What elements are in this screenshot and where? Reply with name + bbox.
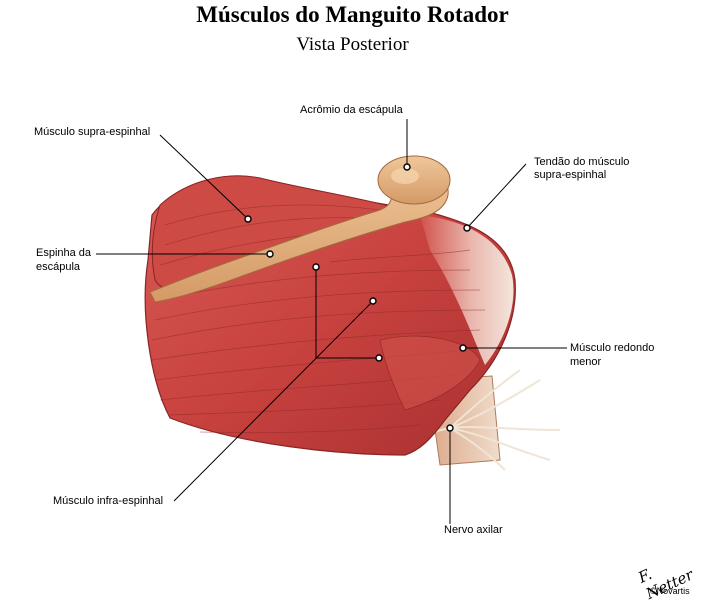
marker-dots bbox=[244, 163, 471, 432]
label-spine-line1: Espinha da bbox=[36, 247, 92, 259]
label-tendon-line1: Tendão do músculo bbox=[534, 156, 630, 168]
leader-lines bbox=[96, 119, 567, 524]
label-infraspinatus: Músculo infra-espinhal bbox=[53, 495, 164, 507]
label-teres-line1: Músculo redondo bbox=[570, 342, 655, 354]
diagram-subtitle: Vista Posterior bbox=[296, 34, 409, 55]
copyright-text: ©Novartis bbox=[650, 586, 690, 596]
label-tendon-line2: supra-espinhal bbox=[534, 169, 607, 181]
diagram-title: Músculos do Manguito Rotador bbox=[196, 2, 509, 27]
label-supraspinatus: Músculo supra-espinhal bbox=[34, 126, 151, 138]
label-axillary-nerve: Nervo axilar bbox=[444, 524, 503, 536]
label-acromion: Acrômio da escápula bbox=[300, 104, 403, 116]
label-spine-line2: escápula bbox=[36, 261, 81, 273]
label-teres-line2: menor bbox=[570, 356, 602, 368]
teres-minor-muscle bbox=[379, 335, 481, 411]
